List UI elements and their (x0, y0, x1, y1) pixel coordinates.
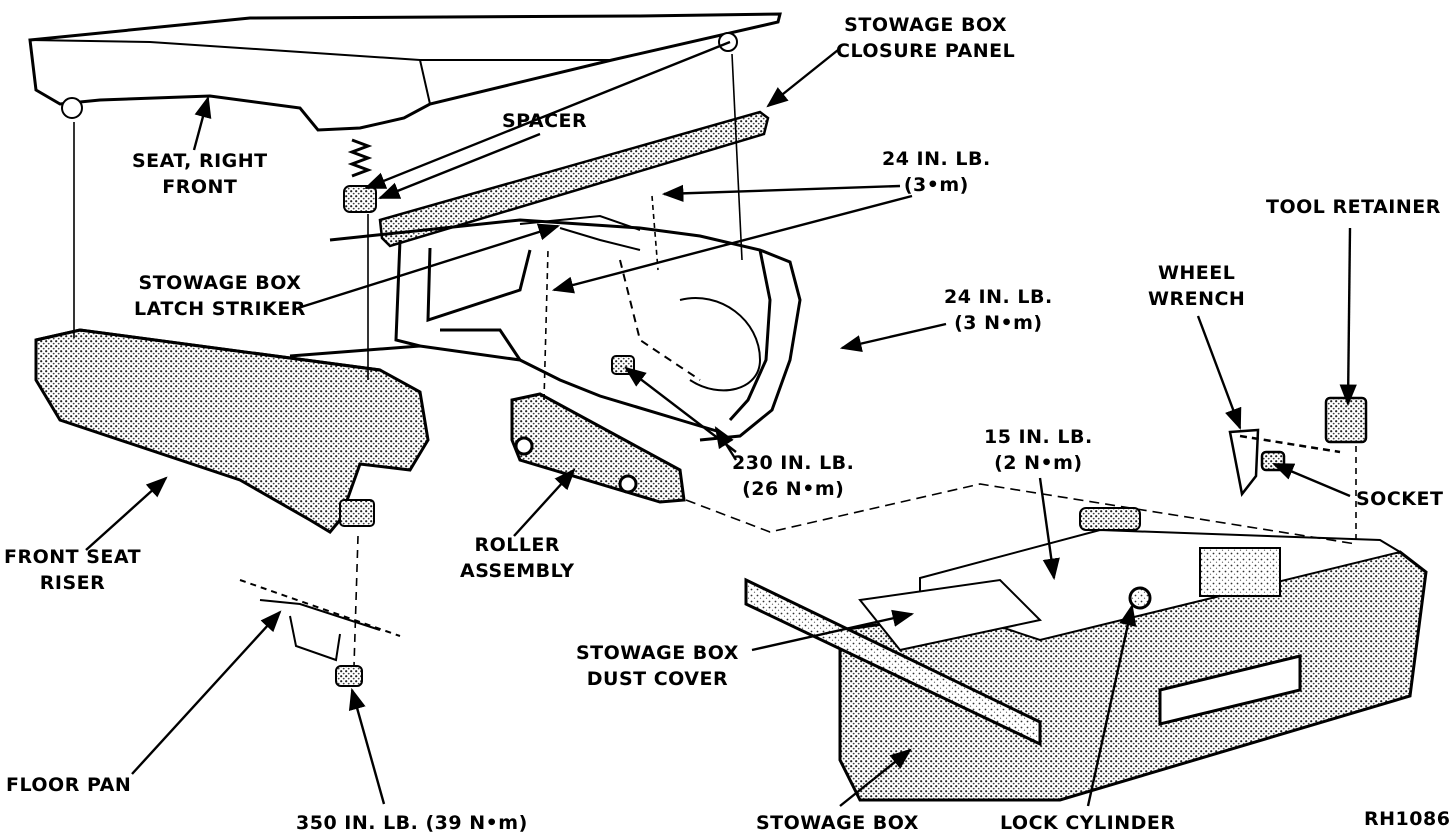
leader-lines (85, 40, 1357, 807)
tool-retainer-part (1228, 396, 1368, 497)
label-stowage-box-latch-striker: STOWAGE BOX LATCH STRIKER (134, 272, 306, 320)
label-spacer: SPACER (502, 110, 588, 132)
label-stowage-box: STOWAGE BOX (756, 812, 919, 834)
label-torque-230: 230 IN. LB. (26 N•m) (732, 452, 855, 500)
label-torque-15: 15 IN. LB. (2 N•m) (984, 426, 1093, 474)
floor-pan-bracket-part (239, 355, 635, 687)
front-seat-riser-part (34, 328, 430, 534)
label-stowage-box-dust-cover: STOWAGE BOX DUST COVER (576, 642, 739, 690)
assembly-centerlines (73, 53, 1357, 667)
label-figure-id: RH1086 (1364, 808, 1451, 830)
label-socket: SOCKET (1356, 488, 1444, 510)
label-torque-24-a: 24 IN. LB. (3•m) (882, 148, 991, 196)
label-stowage-box-closure-panel: STOWAGE BOX CLOSURE PANEL (836, 14, 1016, 62)
roller-assembly-part (510, 392, 686, 504)
label-torque-350: 350 IN. LB. (39 N•m) (296, 812, 528, 834)
frame-part (289, 214, 802, 442)
label-roller-assembly: ROLLER ASSEMBLY (460, 534, 575, 582)
label-torque-24-b: 24 IN. LB. (3 N•m) (944, 286, 1053, 334)
label-seat-right-front: SEAT, RIGHT FRONT (132, 150, 268, 198)
label-front-seat-riser: FRONT SEAT RISER (4, 546, 142, 594)
stowage-box-part (744, 507, 1428, 802)
label-tool-retainer: TOOL RETAINER (1266, 196, 1441, 218)
closure-panel-part (378, 110, 770, 248)
spacer-part (343, 138, 377, 213)
label-lock-cylinder: LOCK CYLINDER (1000, 812, 1176, 834)
label-floor-pan: FLOOR PAN (6, 774, 132, 796)
seat-right-front-part (28, 12, 782, 132)
label-wheel-wrench: WHEEL WRENCH (1148, 262, 1246, 310)
